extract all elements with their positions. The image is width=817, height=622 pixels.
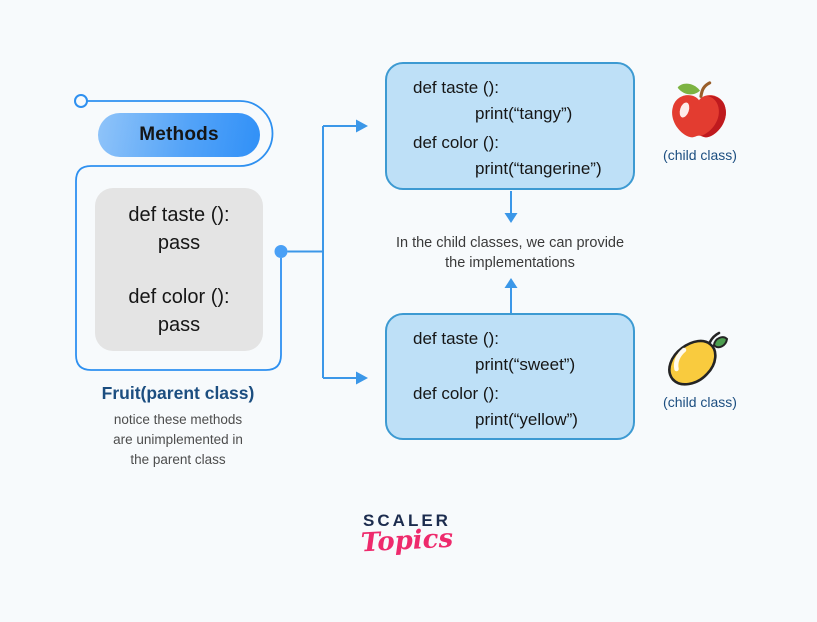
caption-line: are unimplemented in <box>113 432 243 447</box>
logo-brand-text: SCALER <box>363 511 451 530</box>
apple-icon <box>672 81 726 138</box>
parent-code-line: def color (): <box>128 285 230 308</box>
parent-code-line: pass <box>157 313 201 336</box>
child-code-line: def color (): <box>413 384 499 403</box>
scaler-topics-logo: SCALER Topics <box>347 511 467 559</box>
child-class-box-mango: def taste (): print(“sweet”) def color (… <box>385 313 635 440</box>
branch-lines <box>287 125 356 379</box>
caption-line: notice these methods <box>113 412 243 427</box>
parent-code-line: pass <box>157 231 201 254</box>
arrowhead-to-bottom-child <box>356 371 368 385</box>
arrow-up-head <box>504 278 518 288</box>
child-code-line: def taste (): <box>413 329 499 348</box>
methods-pill-label: Methods <box>139 124 219 145</box>
methods-pill: Methods <box>98 113 260 157</box>
child-code-line: print(“sweet”) <box>475 355 576 374</box>
logo-sub-brand-text: Topics <box>360 523 454 559</box>
mango-icon <box>668 331 729 386</box>
child-code-line: print(“tangy”) <box>475 104 573 123</box>
child-code-line: def color (): <box>413 133 499 152</box>
parent-class-title: Fruit(parent class) <box>101 383 255 403</box>
child-code-line: def taste (): <box>413 78 499 97</box>
outline-start-circle <box>74 94 88 108</box>
child-code-line: print(“tangerine”) <box>475 159 602 178</box>
parent-code-line: def taste (): <box>128 203 230 226</box>
child-class-label-mango: (child class) <box>663 394 737 410</box>
arrow-down-head <box>504 213 518 223</box>
arrowhead-to-top-child <box>356 119 368 133</box>
child-class-box-apple: def taste (): print(“tangy”) def color (… <box>385 62 635 190</box>
caption-line: the parent class <box>130 452 226 467</box>
child-classes-note: In the child classes, we can provide the… <box>385 233 635 273</box>
parent-class-code-box: def taste (): pass def color (): pass <box>95 188 263 351</box>
branch-dot <box>274 245 288 258</box>
note-line: the implementations <box>445 255 575 271</box>
child-class-label-apple: (child class) <box>663 147 737 163</box>
parent-class-caption: notice these methods are unimplemented i… <box>60 410 296 470</box>
note-line: In the child classes, we can provide <box>395 235 625 251</box>
child-code-line: print(“yellow”) <box>475 410 578 429</box>
